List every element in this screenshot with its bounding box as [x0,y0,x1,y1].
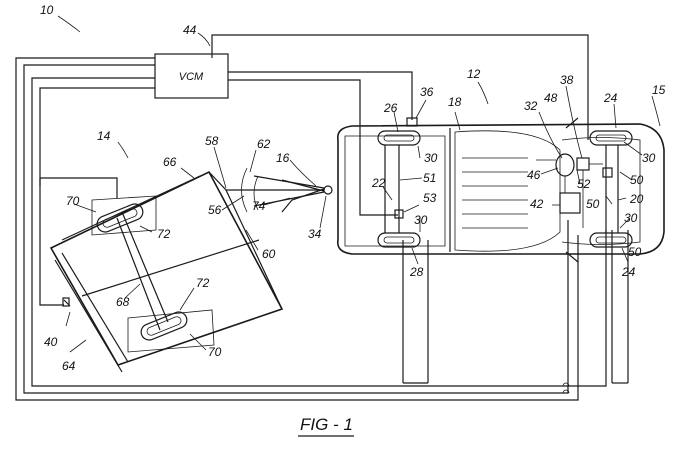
ref-50-a: 50 [630,173,644,187]
ref-53: 53 [423,191,437,205]
axles-sensors [384,117,619,233]
vcm-module: VCM [154,53,229,99]
ref-16: 16 [276,151,290,165]
reference-numerals: 10 44 12 14 15 16 18 20 22 24 24 26 28 3… [40,3,666,373]
ref-14: 14 [97,129,111,143]
trailer [49,170,284,373]
ref-30-c: 30 [642,151,656,165]
ref-24-bottom: 24 [621,265,636,279]
ref-68: 68 [116,295,130,309]
ref-46: 46 [527,168,541,182]
ref-36: 36 [420,85,434,99]
ref-70-bottom: 70 [208,345,222,359]
ref-30-b: 30 [414,213,428,227]
ref-48: 48 [544,91,558,105]
vehicle-wheels [377,130,633,248]
hitch-assembly [226,167,333,213]
ref-52: 52 [577,177,591,191]
ref-51: 51 [423,171,436,185]
ref-32: 32 [524,99,538,113]
ref-22: 22 [371,176,386,190]
ref-30-d: 30 [624,211,638,225]
vcm-label: VCM [179,71,204,83]
ref-72-top: 72 [157,227,171,241]
ref-50-b: 50 [586,197,600,211]
ref-30-a: 30 [424,151,438,165]
ref-42: 42 [530,197,544,211]
ref-34: 34 [308,227,322,241]
ref-12: 12 [467,67,481,81]
ref-10: 10 [40,3,54,17]
ref-50-c: 50 [628,245,642,259]
ref-64: 64 [62,359,76,373]
ref-60: 60 [262,247,276,261]
ref-40: 40 [44,335,58,349]
ref-26: 26 [383,101,398,115]
wiring-harness [15,34,629,401]
ref-15: 15 [652,83,666,97]
ref-28: 28 [409,265,424,279]
ref-56: 56 [208,203,222,217]
ref-62: 62 [257,137,271,151]
vehicle-body [336,117,665,263]
figure-caption: FIG - 1 [298,415,354,437]
ref-38: 38 [560,73,574,87]
leader-lines [57,15,661,353]
ref-58: 58 [205,134,219,148]
ref-44: 44 [183,23,197,37]
ref-24-top: 24 [603,91,618,105]
caption-text: FIG - 1 [300,415,353,434]
ref-66: 66 [163,155,177,169]
ref-18: 18 [448,95,462,109]
trailer-wheels [96,203,188,341]
ref-20: 20 [629,192,644,206]
ref-74: 74 [252,199,266,213]
ref-70-top: 70 [66,194,80,208]
ref-72-bottom: 72 [196,276,210,290]
